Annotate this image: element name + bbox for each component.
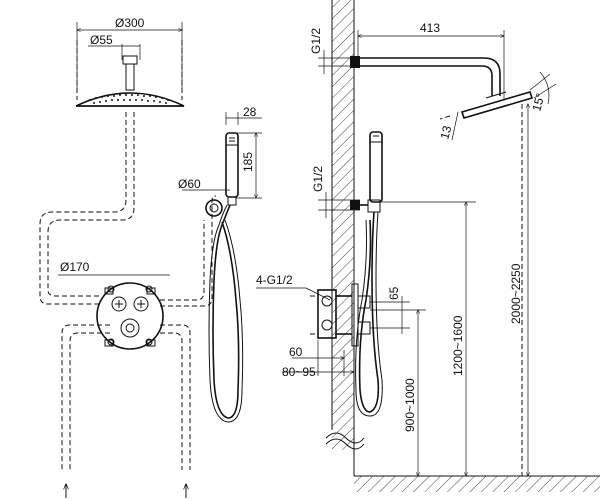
inlet-arrows xyxy=(66,484,186,498)
dim-height-rain-head: 2000~2250 xyxy=(509,104,528,476)
dim-arm-flange-diameter: Ø55 xyxy=(88,33,141,60)
front-view: Ø300 Ø55 xyxy=(39,16,262,498)
dim-hand-shower: 28 185 Ø60 xyxy=(178,105,262,198)
dim-height-valve: 900~1000 xyxy=(370,310,426,476)
label-arm-413: 413 xyxy=(420,21,440,35)
label-d80-95: 80~95 xyxy=(282,365,316,379)
label-d60b: 60 xyxy=(289,345,303,359)
shower-arm-side xyxy=(350,56,501,96)
side-view: G1/2 413 15° 13 xyxy=(256,0,600,492)
hand-shower xyxy=(205,132,244,423)
label-h2000-2250: 2000~2250 xyxy=(509,263,523,324)
label-d300: Ø300 xyxy=(115,16,145,30)
label-g12-mid: G1/2 xyxy=(311,166,325,192)
mixer-valve-front: Ø170 xyxy=(58,260,170,350)
label-ang15: 15° xyxy=(529,91,547,112)
dim-valve-spacing: 65 xyxy=(370,286,410,334)
label-g12-top: G1/2 xyxy=(309,28,323,54)
mixer-valve-side xyxy=(310,283,371,347)
shower-arm-front xyxy=(122,55,138,91)
dim-valve-depth: 60 80~95 xyxy=(282,340,354,379)
label-thread: 4-G1/2 xyxy=(256,273,293,287)
concealed-pipes xyxy=(39,112,217,470)
dim-height-holder: 1200~1600 xyxy=(380,202,476,476)
label-d170: Ø170 xyxy=(60,260,90,274)
rain-shower-head xyxy=(75,92,185,107)
label-h185: 185 xyxy=(241,152,255,172)
label-h900-1000: 900~1000 xyxy=(403,378,417,432)
label-h65: 65 xyxy=(387,286,401,300)
label-d55: Ø55 xyxy=(90,33,113,47)
dim-holder-thread: G1/2 xyxy=(311,166,360,218)
hand-shower-side xyxy=(350,131,383,417)
label-d60: Ø60 xyxy=(178,177,201,191)
floor xyxy=(353,450,600,492)
dim-valve-threads: 4-G1/2 xyxy=(256,273,331,301)
label-h1200-1600: 1200~1600 xyxy=(451,315,465,376)
dim-arm-length: 413 xyxy=(358,21,504,100)
label-w28: 28 xyxy=(243,105,257,119)
label-h13: 13 xyxy=(437,124,454,141)
rain-head-side: 15° 13 xyxy=(437,71,557,141)
dim-shower-head-diameter: Ø300 xyxy=(77,16,182,90)
